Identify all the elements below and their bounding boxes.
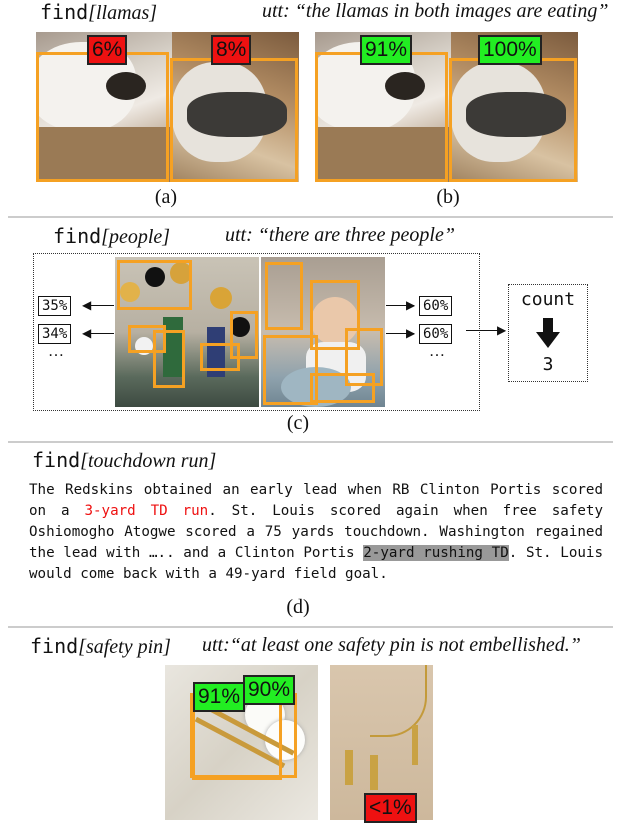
- passage-part: . St. Louis scored again when free safet…: [29, 503, 603, 561]
- arrow-line: [386, 305, 414, 306]
- bbox-person: [230, 311, 258, 359]
- panel-label-a: (a): [154, 186, 178, 208]
- arrow-right-icon: ▶: [406, 326, 416, 340]
- bbox-llama-4: [449, 58, 577, 182]
- panel-label-c: (c): [286, 412, 310, 434]
- panel-label-d: (d): [286, 596, 310, 618]
- passage-part: The Redskins obtained an early lead when…: [29, 482, 603, 519]
- find-op: find: [40, 0, 89, 24]
- bbox-person: [265, 262, 303, 330]
- arrow-line: [386, 333, 414, 334]
- bbox-llama-2: [170, 58, 298, 182]
- utterance-c: utt: “there are three people”: [225, 224, 455, 246]
- people-image-1: [115, 257, 259, 407]
- bbox-safety-pin: [192, 700, 282, 780]
- score-box: 60%: [419, 324, 453, 344]
- score-box: 60%: [419, 296, 453, 316]
- score-badge: 90%: [243, 675, 296, 705]
- bbox-person: [117, 260, 192, 310]
- utterance-e: utt:“at least one safety pin is not embe…: [202, 634, 581, 656]
- score-badge: 91%: [193, 682, 246, 712]
- score-badge: 100%: [478, 35, 542, 65]
- llama-image-4: [451, 32, 578, 182]
- arrow-left-icon: ◀: [82, 298, 92, 312]
- find-result-frame: [33, 253, 480, 411]
- arrow-right-icon: ▶: [406, 298, 416, 312]
- panel-label-b: (b): [436, 186, 460, 208]
- find-arg: [people]: [101, 226, 171, 248]
- count-op: count: [520, 289, 576, 310]
- score-badge: 8%: [211, 35, 252, 65]
- bbox-llama-1: [36, 52, 169, 182]
- bbox-person: [153, 330, 185, 388]
- score-badge: 6%: [87, 35, 128, 65]
- down-arrow-icon: [536, 318, 560, 348]
- arrow-line: [86, 305, 114, 306]
- bbox-person: [345, 328, 383, 386]
- highlight-red: 3-yard TD run: [84, 503, 209, 519]
- arrow-line: [466, 330, 504, 331]
- utterance-a: utt: “the llamas in both images are eati…: [262, 0, 609, 22]
- find-op: find: [53, 224, 102, 248]
- score-box: 35%: [38, 296, 72, 316]
- count-frame: [508, 284, 588, 382]
- count-value: 3: [542, 354, 554, 375]
- passage-part: . St. Louis would come back with a 49-ya…: [29, 545, 603, 582]
- find-op: find: [32, 448, 81, 472]
- panel-d-query: find[touchdown run]: [32, 448, 216, 473]
- bbox-person: [310, 280, 360, 350]
- find-op: find: [30, 634, 79, 658]
- passage-text: The Redskins obtained an early lead when…: [29, 480, 603, 585]
- ellipsis: …: [429, 343, 445, 360]
- panel-a-query: find[llamas]: [40, 0, 157, 25]
- highlight-gray: 2-yard rushing TD: [363, 545, 509, 561]
- bbox-person: [310, 373, 375, 403]
- find-arg: [safety pin]: [78, 636, 171, 658]
- arrow-line: [86, 333, 114, 334]
- score-badge: 91%: [360, 35, 413, 65]
- score-box: 34%: [38, 324, 72, 344]
- bbox-llama-3: [315, 52, 448, 182]
- panel-c-query: find[people]: [53, 224, 170, 249]
- ellipsis: …: [48, 343, 64, 360]
- find-arg: [touchdown run]: [80, 450, 217, 472]
- bbox-person: [128, 325, 166, 353]
- arrow-left-icon: ◀: [82, 326, 92, 340]
- panel-e-query: find[safety pin]: [30, 634, 171, 659]
- score-badge: <1%: [364, 793, 417, 823]
- arrow-right-icon: ▶: [497, 323, 507, 337]
- divider: [8, 441, 613, 443]
- bbox-person: [263, 335, 318, 405]
- find-arg: [llamas]: [88, 2, 158, 24]
- divider: [8, 626, 613, 628]
- divider: [8, 216, 613, 218]
